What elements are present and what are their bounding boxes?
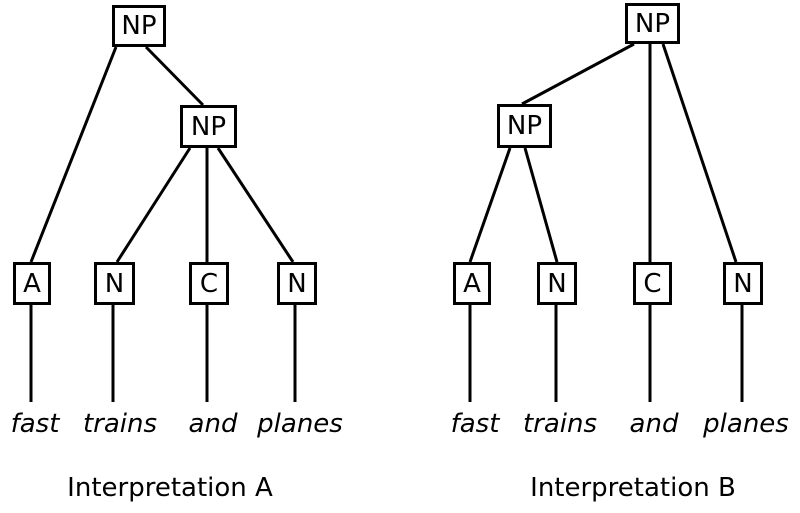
leaf-word-and: and [188, 409, 238, 439]
tree-node-interpretation-a-c: C [189, 262, 229, 305]
node-label: N [287, 268, 307, 299]
edge-np-inner-n1 [115, 147, 192, 263]
tree-node-interpretation-b-np-root: NP [625, 3, 680, 44]
node-label: NP [190, 111, 227, 142]
leaf-word-and: and [629, 409, 679, 439]
leaf-word-fast: fast [450, 409, 500, 439]
tree-node-interpretation-a-np-root: NP [112, 5, 166, 47]
node-label: N [733, 268, 753, 299]
node-label: A [463, 268, 481, 299]
edge-np-root-a [29, 46, 118, 263]
node-label: NP [121, 11, 157, 41]
node-label: A [23, 268, 41, 299]
edge-np-root-np-inner [521, 42, 635, 106]
tree-node-interpretation-b-n1: N [537, 262, 577, 305]
edge-np-root-n2 [661, 43, 738, 263]
leaf-word-trains: trains [522, 409, 598, 439]
tree-node-interpretation-a-n1: N [94, 262, 135, 305]
edge-np-inner-a [468, 147, 512, 263]
leaf-word-planes: planes [703, 409, 789, 439]
tree-node-interpretation-a-np-inner: NP [180, 105, 237, 148]
leaf-word-fast: fast [10, 409, 60, 439]
node-label: NP [634, 8, 671, 39]
node-label: N [547, 268, 567, 299]
tree-node-interpretation-b-np-inner: NP [497, 104, 552, 148]
edge-np-root-np-inner [144, 45, 205, 107]
caption-interpretation-a: Interpretation A [67, 473, 273, 503]
node-label: N [104, 268, 125, 299]
node-label: C [643, 268, 662, 299]
node-label: C [199, 268, 219, 299]
edge-np-inner-n1 [523, 147, 559, 263]
leaf-word-trains: trains [82, 409, 158, 439]
node-label: NP [506, 111, 543, 141]
leaf-word-planes: planes [257, 409, 343, 439]
tree-node-interpretation-b-a: A [453, 262, 491, 305]
caption-interpretation-b: Interpretation B [530, 473, 736, 503]
tree-node-interpretation-b-n2: N [723, 262, 763, 305]
tree-node-interpretation-a-n2: N [277, 262, 317, 305]
edge-np-inner-n2 [216, 147, 295, 263]
tree-node-interpretation-b-c: C [633, 262, 672, 305]
tree-node-interpretation-a-a: A [13, 262, 51, 305]
